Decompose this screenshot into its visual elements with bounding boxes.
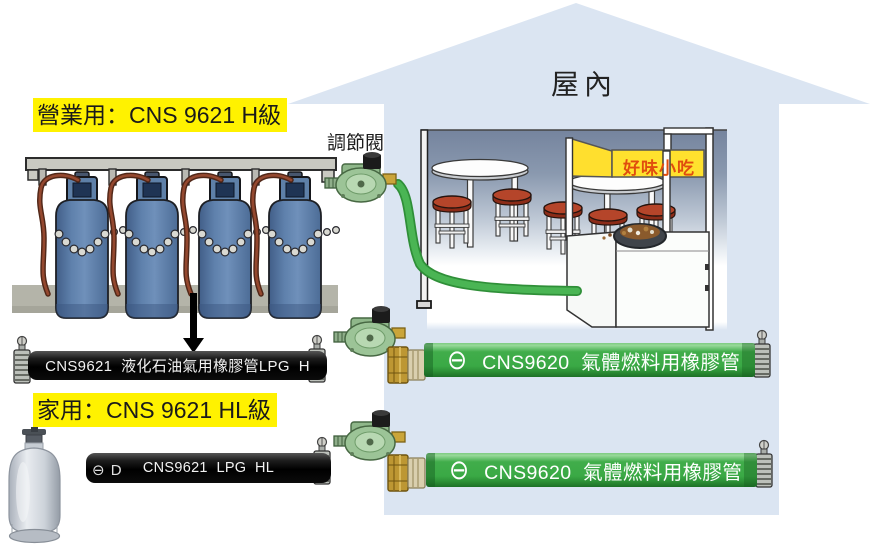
green-hose-top: ⊖ CNS9620 氣體燃料用橡膠管 xyxy=(424,343,755,377)
brass-fitting xyxy=(387,346,426,384)
black-hose-h-label: CNS9621 液化石油氣用橡膠管LPG H xyxy=(45,358,310,375)
food-stall xyxy=(565,127,714,331)
label-indoor: 屋內 xyxy=(551,69,618,100)
green-hose-top-label: CNS9620 氣體燃料用橡膠管 xyxy=(482,351,741,374)
label-household: 家用：CNS 9621 HL級 xyxy=(33,393,277,427)
green-hose-bottom-label: CNS9620 氣體燃料用橡膠管 xyxy=(484,461,743,484)
black-hose-hl: ⊖ D CNS9621 LPG HL xyxy=(86,453,331,483)
black-hose-hl-label: CNS9621 LPG HL xyxy=(142,460,275,476)
circled-minus-mark: ⊖ xyxy=(449,454,470,486)
household-cylinder xyxy=(8,427,61,544)
down-arrow xyxy=(183,293,204,353)
label-commercial: 營業用：CNS 9621 H級 xyxy=(33,98,288,132)
stall-sign-text: 好味小吃 xyxy=(623,159,695,178)
label-regulator: 調節閥 xyxy=(327,133,385,154)
brass-fitting xyxy=(387,454,426,492)
green-hose-bottom: ⊖ CNS9620 氣體燃料用橡膠管 xyxy=(426,453,757,487)
indoor-illustration xyxy=(393,127,727,331)
circled-minus-mark: ⊖ xyxy=(447,344,468,376)
commercial-cylinders xyxy=(12,157,339,318)
circled-minus-mark: ⊖ D xyxy=(92,462,123,479)
stool xyxy=(492,188,532,242)
stool xyxy=(432,195,472,249)
black-hose-h: CNS9621 液化石油氣用橡膠管LPG H xyxy=(28,351,327,380)
